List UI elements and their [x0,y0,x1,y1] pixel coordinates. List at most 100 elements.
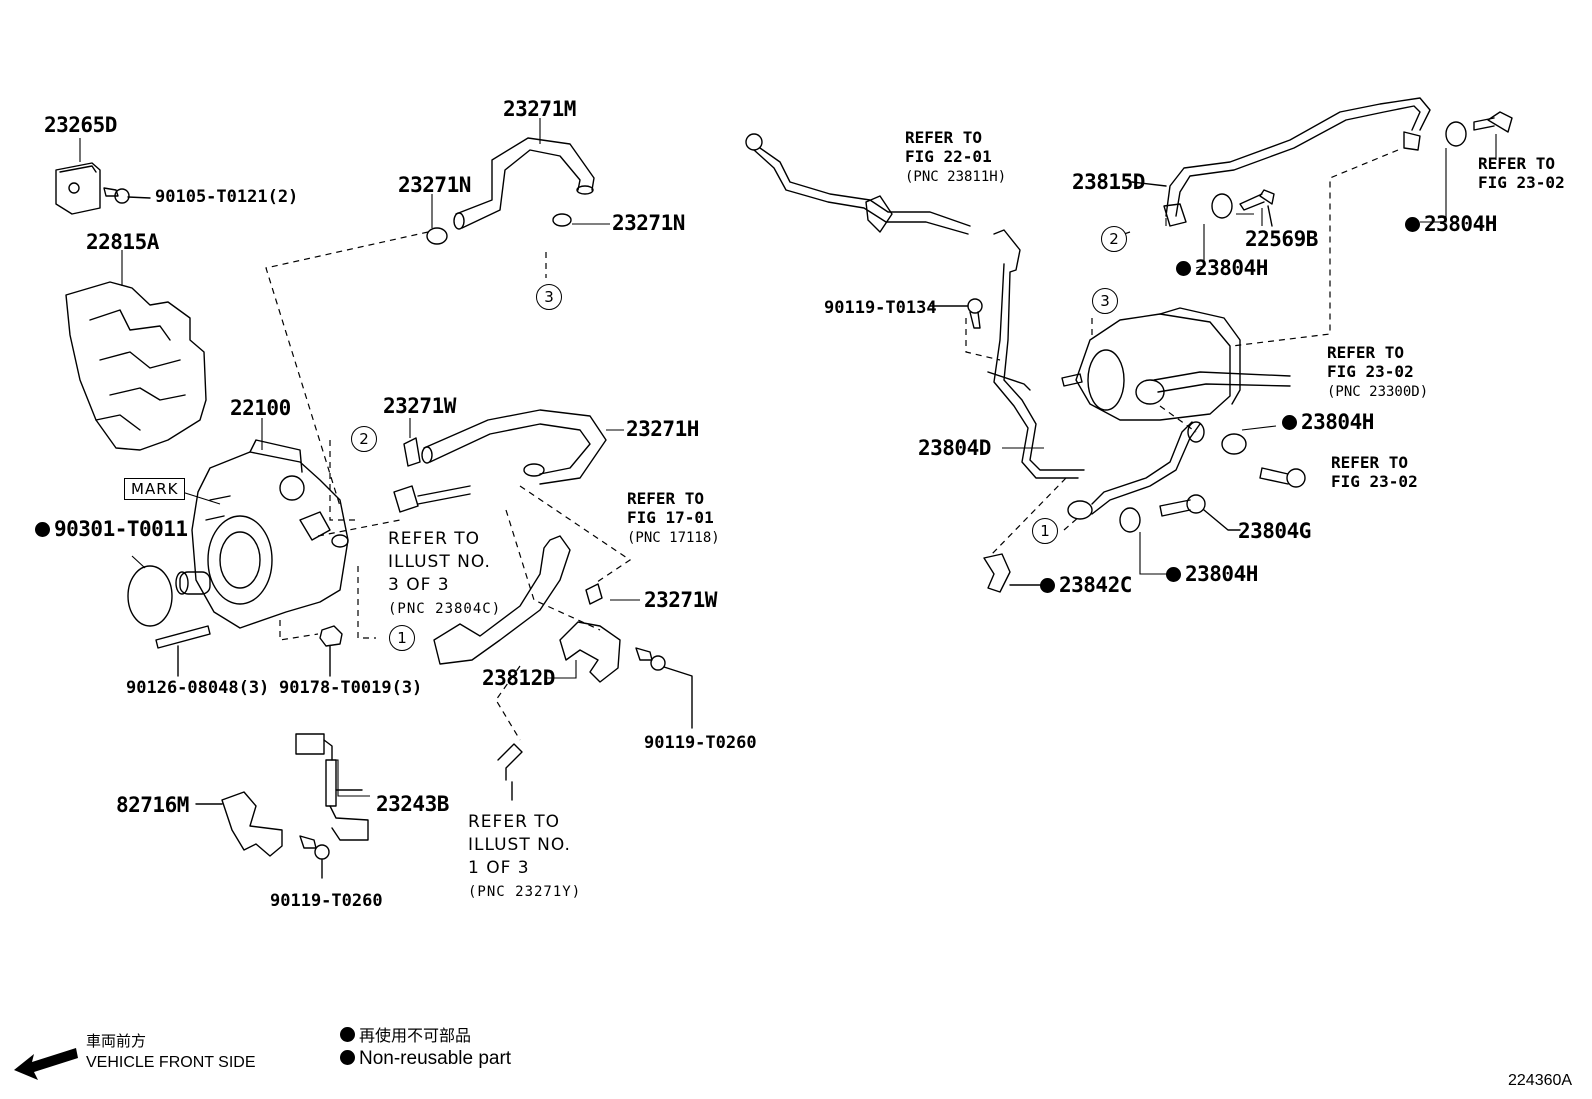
circle-marker-1b: 1 [1032,518,1058,544]
circle-marker-2: 2 [351,426,377,452]
part-label-90178: 90178-T0019(3) [279,678,423,698]
ref-fig-23-02-b-pnc: (PNC 23300D) [1327,384,1429,400]
bolt-right-top-drawing [1473,111,1513,133]
part-label-22569b: 22569B [1245,227,1318,251]
clamp-23271n-b-drawing [552,213,572,227]
bracket-23812d-drawing [433,535,621,683]
part-label-23815d: 23815D [1072,170,1145,194]
ref-fig-23-02-a[interactable]: REFER TO FIG 23-02 [1478,154,1565,192]
o-ring-90301-drawing [127,565,173,627]
part-label-90105: 90105-T0121(2) [155,187,299,207]
hose-23271m-drawing [453,137,595,230]
gasket-23804h-c-drawing [1221,433,1247,455]
ref-fig-23-02-c-text: REFER TO FIG 23-02 [1331,453,1418,491]
bullet-icon [340,1028,359,1045]
part-label-82716m: 82716M [116,793,189,817]
ref-illust-1-of-3[interactable]: REFER TO ILLUST NO. 1 OF 3 (PNC 23271Y) [468,811,581,904]
vehicle-front-arrow-icon [14,1048,78,1080]
gasket-23804h-d-drawing [1119,507,1141,533]
part-label-23804h-d: 23804H [1166,564,1258,585]
part-label-23243b: 23243B [376,792,449,816]
bolt-22569b-drawing [1239,189,1275,227]
ref-fig-17-01[interactable]: REFER TO FIG 17-01 (PNC 17118) [627,489,720,548]
part-label-23842c: 23842C [1040,575,1132,596]
legend-nonreuse-jp: 再使用不可部品 [359,1028,472,1045]
part-label-23271n-a: 23271N [398,173,471,197]
bracket-23265d-drawing [55,162,101,215]
part-label-23804h-c: 23804H [1282,412,1374,433]
bolt-23804g-drawing [1159,494,1241,531]
ref-fig-17-01-pnc: (PNC 17118) [627,530,720,546]
part-label-23804d: 23804D [918,436,991,460]
ref-illust-3-of-3[interactable]: REFER TO ILLUST NO. 3 OF 3 (PNC 23804C) [388,528,501,621]
part-label-90126: 90126-08048(3) [126,678,270,698]
sensor-23243b-drawing [295,733,369,841]
pump-23300d-drawing [1061,307,1291,421]
clamp-23271w-b-drawing [585,583,603,605]
part-label-90119-b: 90119-T0260 [270,891,383,911]
ref-fig-23-02-a-text: REFER TO FIG 23-02 [1478,154,1565,192]
gasket-23804h-a-drawing [1445,121,1467,147]
part-label-23271m: 23271M [503,97,576,121]
ref-fig-23-02-c[interactable]: REFER TO FIG 23-02 [1331,453,1418,491]
clamp-23271w-a-drawing [403,437,421,467]
ref-illust-1-pnc: (PNC 23271Y) [468,884,582,900]
circle-marker-3: 3 [536,284,562,310]
bracket-82716m-drawing [195,791,283,857]
circle-marker-3b: 3 [1092,288,1118,314]
legend-nonreuse-en: Non-reusable part [359,1048,512,1069]
ref-illust-3-text: REFER TO ILLUST NO. 3 OF 3 [388,529,491,595]
part-label-23271w-a: 23271W [383,394,456,418]
bolt-90119-b-drawing [299,835,330,879]
part-label-90119-a: 90119-T0260 [644,733,757,753]
ref-fig-22-01[interactable]: REFER TO FIG 22-01 (PNC 23811H) [905,128,1006,187]
gasket-23804h-b-drawing [1211,193,1233,219]
part-label-90301: 90301-T0011 [35,519,188,540]
legend-nonreuse-jp-row: 再使用不可部品 [340,1022,471,1046]
part-label-22100: 22100 [230,396,291,420]
pipe-23811h-drawing [745,133,971,235]
pipe-lower-right-drawing [1067,421,1205,520]
circle-marker-2b: 2 [1101,226,1127,252]
bullet-icon [340,1048,359,1069]
nut-90178-drawing [319,625,343,677]
legend-nonreuse-en-row: Non-reusable part [340,1048,511,1070]
bolt-90119-c-drawing [929,298,983,329]
stud-90126-drawing [155,625,211,677]
hose-23271h-drawing [421,409,607,485]
clamp-23271n-a-drawing [426,227,448,245]
ref-fig-22-01-text: REFER TO FIG 22-01 [905,128,992,166]
bolt-right-fig-drawing [1259,467,1306,488]
part-label-90119-c: 90119-T0134 [824,298,937,318]
legend-front-jp: 車両前方 [86,1033,147,1050]
mark-label: MARK [124,478,186,500]
part-label-23804h-b: 23804H [1405,214,1497,235]
legend-front-en: VEHICLE FRONT SIDE [86,1054,256,1071]
part-label-23271n-b: 23271N [612,211,685,235]
pipe-23804d-drawing [987,229,1085,479]
part-label-23271w-b: 23271W [644,588,717,612]
circle-marker-1: 1 [389,625,415,651]
pipe-23815d-drawing [1131,97,1431,227]
ref-illust-3-pnc: (PNC 23804C) [388,601,502,617]
ref-fig-22-01-pnc: (PNC 23811H) [905,169,1007,185]
tube-23804c-drawing [393,485,471,513]
ref-fig-17-01-text: REFER TO FIG 17-01 [627,489,714,527]
ref-illust-1-text: REFER TO ILLUST NO. 1 OF 3 [468,812,571,878]
part-label-23271h: 23271H [626,417,699,441]
cover-22815a-drawing [65,281,207,451]
clip-23842c-drawing [983,553,1041,593]
part-label-23804h-a: 23804H [1176,258,1268,279]
ref-fig-23-02-b-text: REFER TO FIG 23-02 [1327,343,1414,381]
ref-fig-23-02-b[interactable]: REFER TO FIG 23-02 (PNC 23300D) [1327,343,1428,402]
diagram-id: 224360A [1508,1072,1573,1089]
tube-23271y-drawing [497,743,523,801]
pump-22100-drawing [175,439,349,629]
part-label-23812d: 23812D [482,666,555,690]
part-label-23804g: 23804G [1238,519,1311,543]
bolt-90119-a-drawing [635,647,693,729]
part-label-23265d: 23265D [44,113,117,137]
bolt-90105-drawing [103,187,151,204]
